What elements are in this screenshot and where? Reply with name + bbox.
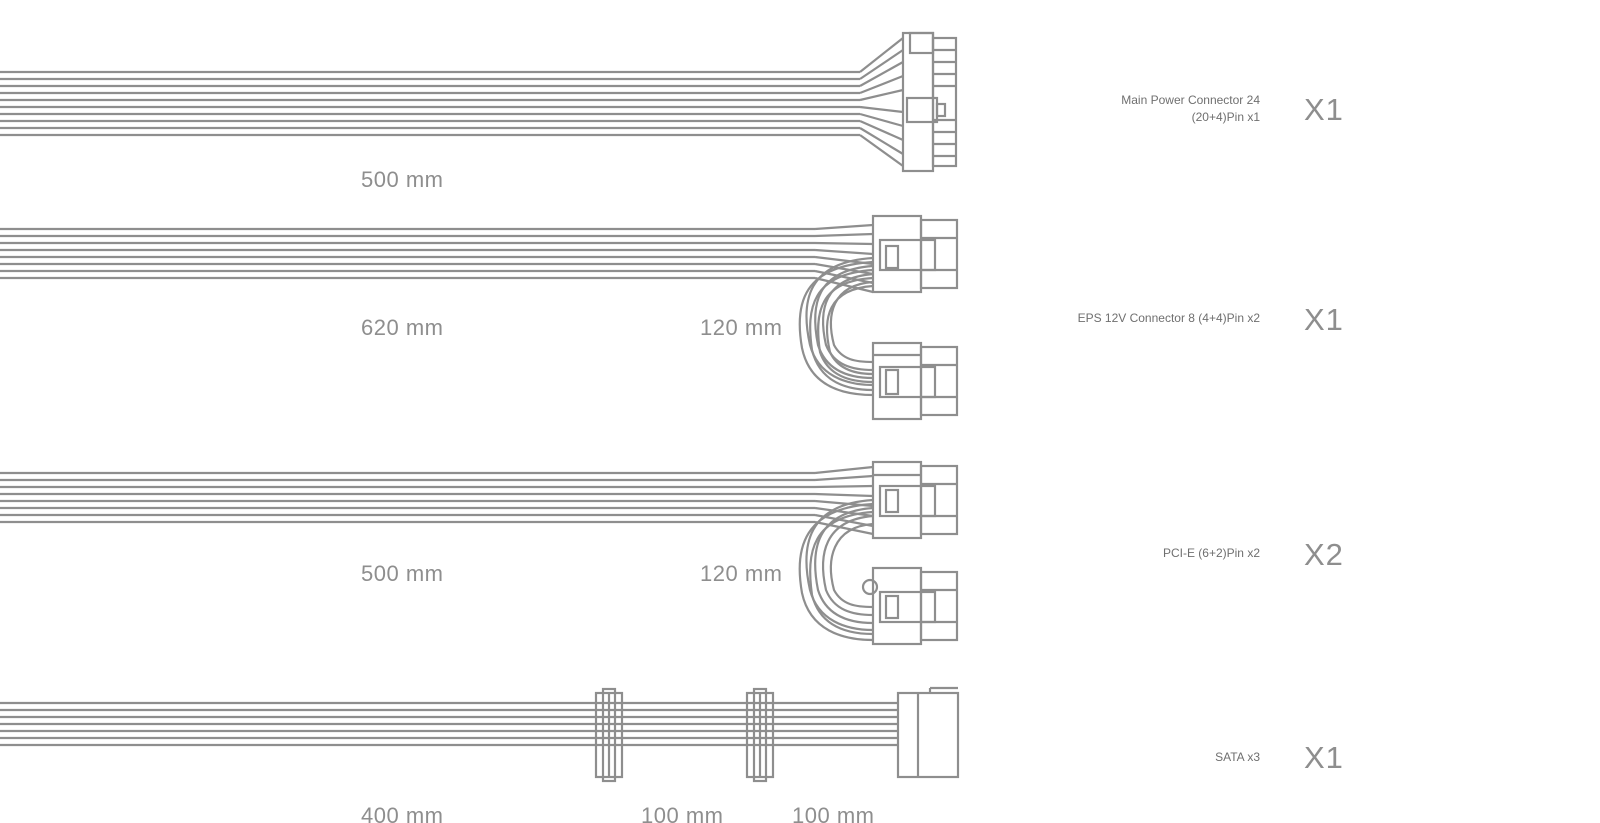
connector-description: PCI-E (6+2)Pin x2	[1163, 545, 1260, 562]
length-label: 500 mm	[361, 167, 444, 192]
length-label: 100 mm	[641, 803, 724, 823]
connector-description: EPS 12V Connector 8 (4+4)Pin x2	[1078, 310, 1260, 327]
cable-pcie	[0, 460, 959, 646]
cable-eps-wires	[0, 223, 874, 397]
connector-description: Main Power Connector 24 (20+4)Pin x1	[1121, 92, 1260, 126]
sata-clip-1	[594, 687, 624, 783]
description-line: PCI-E (6+2)Pin x2	[1162, 546, 1260, 560]
connector-eps-top	[871, 214, 959, 294]
length-label: 120 mm	[700, 561, 783, 586]
cable-eps	[0, 214, 959, 421]
connector-pcie-bottom	[871, 566, 959, 646]
quantity-label: X2	[1304, 537, 1344, 572]
length-label: 500 mm	[361, 561, 444, 586]
connector-24pin-head	[901, 31, 958, 173]
cable-sata	[0, 686, 960, 783]
description-line: EPS 12V Connector 8 (4+4)Pin x2	[1077, 311, 1260, 325]
description-line: (20+4)Pin x1	[1191, 110, 1260, 124]
connector-pcie-top	[871, 460, 959, 540]
connector-eps-bottom	[871, 341, 959, 421]
description-line: Main Power Connector 24	[1121, 93, 1260, 107]
length-label: 120 mm	[700, 315, 783, 340]
length-label: 100 mm	[792, 803, 875, 823]
description-line: SATA x3	[1215, 750, 1260, 764]
length-label: 400 mm	[361, 803, 444, 823]
cable-24pin	[0, 31, 958, 173]
cable-24pin-wires	[0, 37, 904, 167]
sata-connector-end	[896, 686, 960, 779]
quantity-label: X1	[1304, 302, 1344, 337]
length-label: 620 mm	[361, 315, 444, 340]
cable-pcie-wires	[0, 465, 879, 642]
cable-sata-wires	[0, 701, 898, 747]
quantity-label: X1	[1304, 92, 1344, 127]
quantity-label: X1	[1304, 740, 1344, 775]
connector-description: SATA x3	[1215, 749, 1260, 766]
sata-clip-2	[745, 687, 775, 783]
